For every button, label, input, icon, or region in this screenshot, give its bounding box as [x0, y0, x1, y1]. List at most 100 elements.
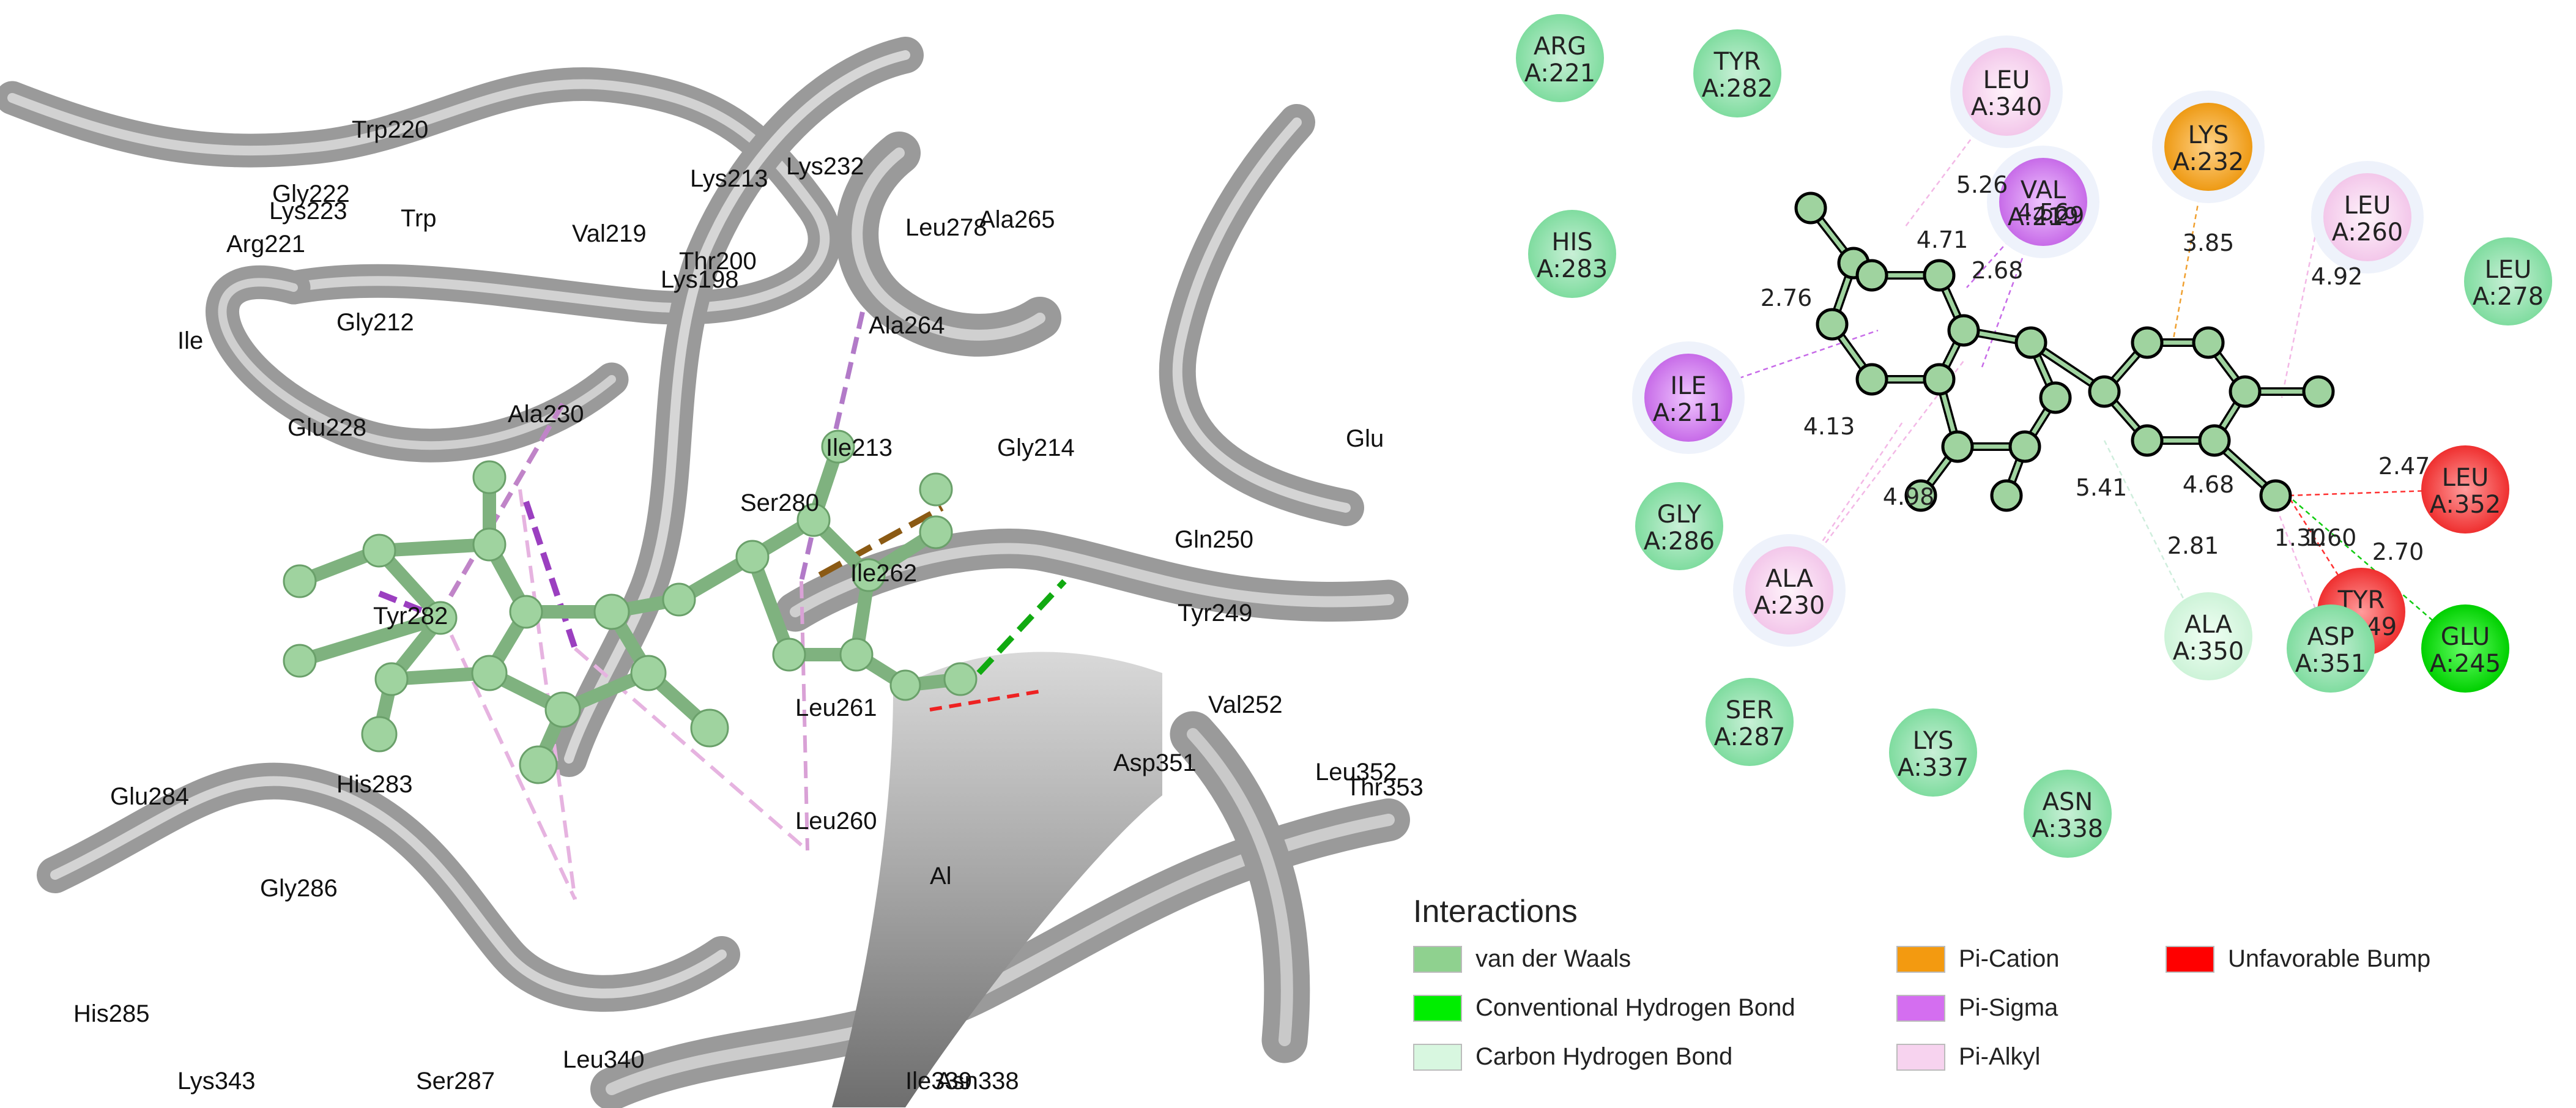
residue-circle: [1889, 708, 1977, 797]
legend-label: Carbon Hydrogen Bond: [1475, 1043, 1733, 1070]
residue-label-3d: Leu260: [795, 808, 877, 835]
distance-label: 1.60: [2305, 524, 2357, 551]
residue-label-3d: Ile213: [826, 434, 893, 461]
residue-name: HIS: [1551, 228, 1592, 256]
residue-label-3d: Gly286: [260, 875, 338, 902]
residue-label-3d: Gln250: [1175, 526, 1253, 553]
residue-label-3d: Lys223: [269, 198, 347, 225]
residue-id: A:211: [1653, 399, 1724, 427]
residue-id: A:287: [1714, 723, 1785, 751]
residue-name: LEU: [2442, 464, 2489, 492]
residue-label-3d: Leu278: [905, 214, 987, 241]
residue-name: GLY: [1657, 500, 1702, 529]
residue-id: A:219: [2008, 203, 2079, 231]
residue-label-3d: His283: [336, 771, 413, 798]
residue-name: ARG: [1534, 32, 1586, 61]
residue-id: A:282: [1702, 75, 1773, 103]
distance-labels: 5.264.564.714.292.683.854.922.764.134.98…: [1761, 171, 2430, 565]
distance-label: 2.47: [2378, 453, 2430, 480]
residue-name: ASP: [2307, 623, 2355, 651]
residue-id: A:278: [2473, 283, 2544, 311]
distance-label: 1.30: [2274, 524, 2326, 551]
residue-label-3d: Glu284: [110, 783, 189, 810]
residue-circle: [1706, 678, 1794, 766]
distance-label: 4.13: [1803, 413, 1855, 440]
residue-label-3d: Lys213: [690, 165, 768, 192]
residue-name: LYS: [2188, 121, 2229, 149]
ligand-2d-atoms: [1794, 191, 2335, 512]
residue-label-3d: Al: [930, 863, 952, 890]
legend-item-pi-sigma: Pi-Sigma: [1896, 994, 2058, 1022]
residue-label-3d: Ala265: [979, 206, 1055, 233]
residue-label-3d: Val219: [572, 220, 647, 247]
residue-id: A:352: [2430, 491, 2501, 519]
residue-id: A:351: [2295, 650, 2366, 678]
legend-label: Pi-Alkyl: [1959, 1043, 2041, 1070]
residue-circle: [1516, 14, 1604, 102]
legend-label: Pi-Cation: [1959, 945, 2060, 972]
residue-id: A:260: [2332, 218, 2403, 247]
legend-label: Unfavorable Bump: [2228, 945, 2431, 972]
legend-title: Interactions: [1413, 894, 1578, 929]
distance-label: 2.76: [1761, 284, 1813, 311]
residue-name: ASN: [2043, 788, 2093, 816]
residue-id: A:245: [2430, 650, 2501, 678]
residue-circle: [2164, 592, 2252, 680]
residue-label-3d: Glu228: [288, 414, 366, 441]
residue-label-3d: Tyr249: [1178, 600, 1252, 627]
residue-label-3d: Ser287: [416, 1068, 495, 1095]
distance-label: 4.92: [2311, 263, 2363, 290]
residue-circle: [2323, 173, 2411, 261]
residue-name: GLU: [2441, 623, 2490, 651]
residue-label-3d: Thr353: [1346, 774, 1423, 801]
residue-label-3d: Ala264: [869, 312, 945, 339]
residue-label-3d: Gly222: [272, 180, 350, 207]
legend-swatch: [1896, 1043, 1945, 1071]
legend-item-pi-cation: Pi-Cation: [1896, 945, 2060, 973]
legend: Interactions van der Waals Conventional …: [1407, 893, 2569, 1095]
residue-circle: [2024, 770, 2112, 858]
residue-id: A:338: [2032, 815, 2103, 843]
residue-label-3d: Arg221: [226, 231, 305, 258]
protein-ribbons: [0, 37, 1410, 1108]
residue-label-3d: Asp351: [1113, 749, 1197, 776]
residue-id: A:286: [1644, 527, 1715, 556]
residue-id: A:350: [2173, 638, 2244, 666]
residue-label-3d: Lys343: [177, 1068, 256, 1095]
legend-label: Conventional Hydrogen Bond: [1475, 994, 1795, 1021]
residue-label-3d: Leu352: [1315, 759, 1397, 786]
distance-label: 5.41: [2076, 474, 2128, 501]
residue-id: A:337: [1898, 754, 1969, 782]
distance-label: 4.29: [2033, 202, 2085, 229]
residue-id: A:232: [2173, 148, 2244, 176]
residue-name: LEU: [1983, 66, 2030, 94]
residue-label-3d: Glu: [1346, 425, 1384, 452]
residue-label-3d: Leu261: [795, 694, 877, 721]
residue-id: A:221: [1524, 59, 1595, 87]
distance-label: 2.70: [2372, 538, 2424, 565]
residue-name: SER: [1726, 696, 1773, 724]
residue-circle: [2421, 445, 2509, 534]
residue-label-3d: Thr200: [679, 248, 757, 275]
residue-circle: [1644, 354, 1732, 442]
distance-label: 2.68: [1972, 257, 2024, 284]
distance-label: 4.68: [2183, 471, 2235, 498]
residue-id: A:230: [1754, 592, 1825, 620]
residue-label-3d: Tyr282: [373, 603, 448, 630]
residue-name: ILE: [1670, 372, 1706, 400]
residue-label-3d: Ile262: [850, 560, 917, 587]
residue-name: ALA: [1765, 565, 1814, 593]
residue-circle: [1635, 482, 1723, 570]
